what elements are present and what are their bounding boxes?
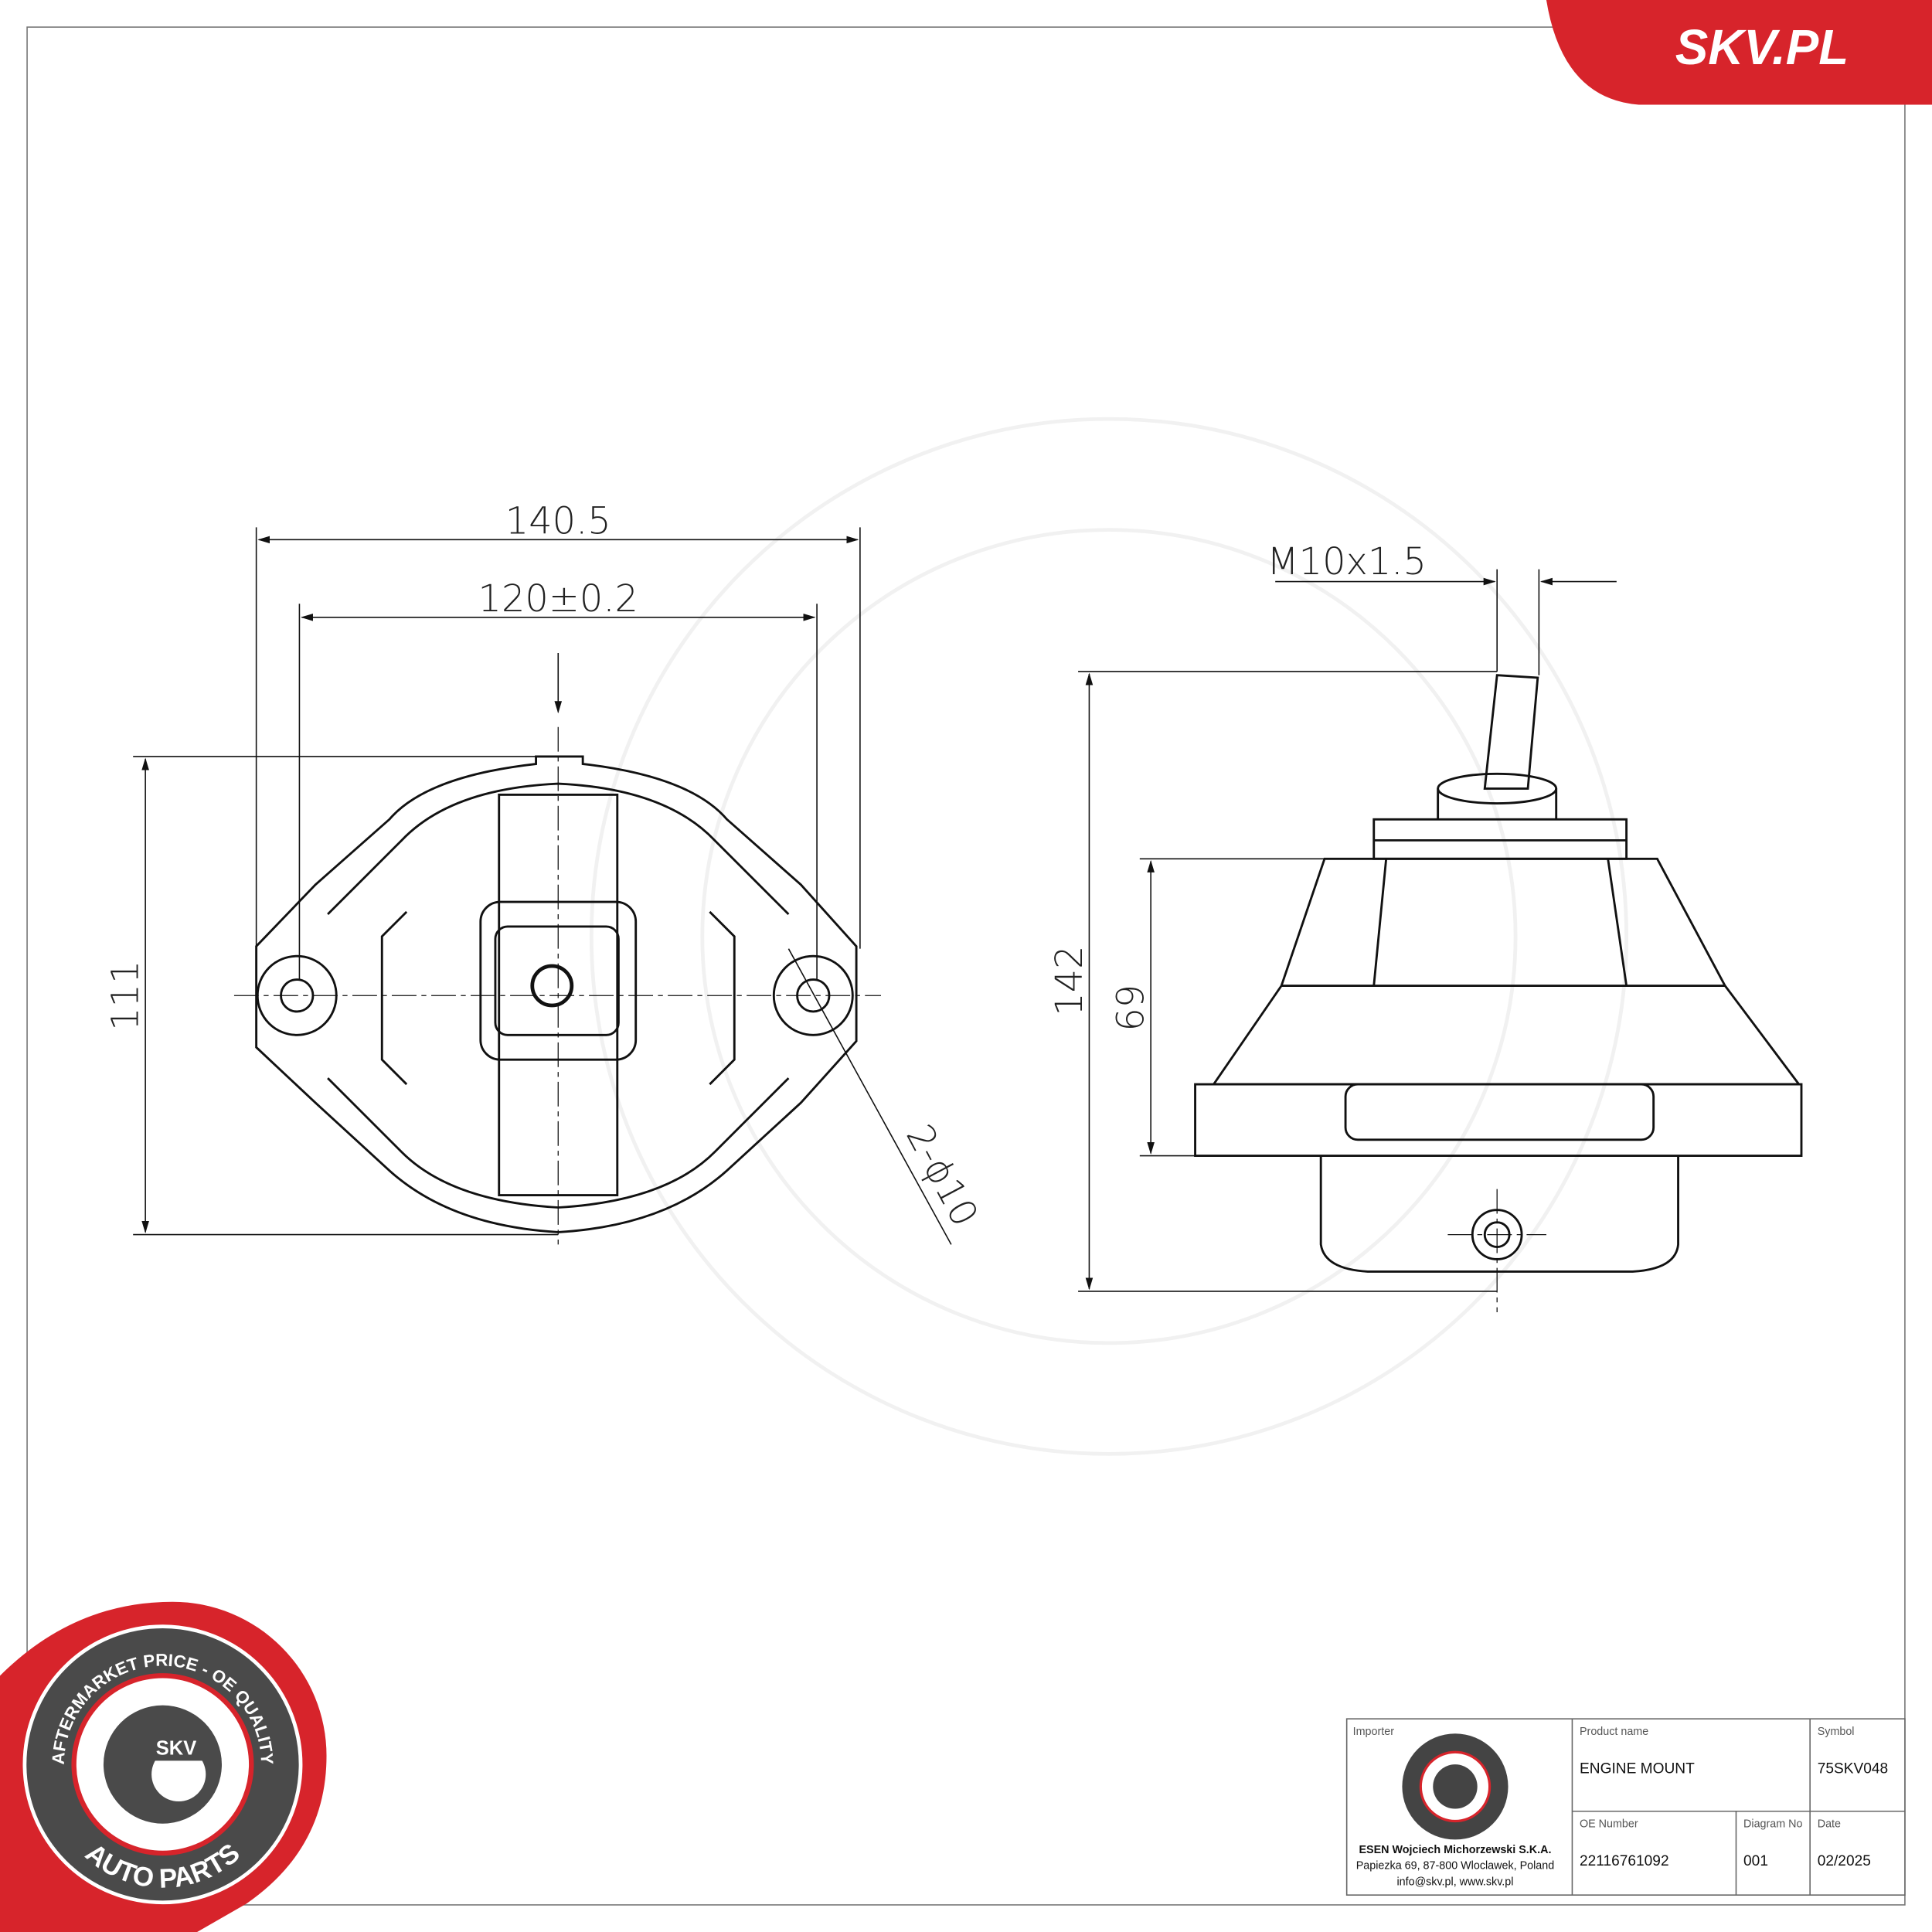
oe-number-label: OE Number <box>1580 1818 1638 1830</box>
importer-logo <box>1402 1733 1509 1840</box>
dimension-thread: M10x1.5 <box>1267 541 1427 583</box>
diagram-no-label: Diagram No <box>1743 1818 1802 1830</box>
product-name-label: Product name <box>1580 1726 1648 1738</box>
seal-center-text: SKV <box>156 1737 196 1759</box>
oe-number-value: 22116761092 <box>1580 1853 1669 1869</box>
date-value: 02/2025 <box>1818 1853 1871 1869</box>
dimension-overall-height: 142 <box>1049 945 1091 1015</box>
date-label: Date <box>1818 1818 1841 1830</box>
title-block: Importer ESEN Wojciech Michorzewski S.K.… <box>1345 1718 1906 1896</box>
side-view-dimensions <box>1078 569 1617 1292</box>
importer-contact: info@skv.pl, www.skv.pl <box>1396 1876 1513 1888</box>
brand-corner-logo: SKV.PL <box>1546 0 1932 105</box>
dimension-height-left: 111 <box>105 961 148 1031</box>
dimension-hole-spacing: 120±0.2 <box>478 578 638 621</box>
product-name: ENGINE MOUNT <box>1580 1760 1695 1777</box>
watermark-gear <box>589 417 1628 1456</box>
symbol-label: Symbol <box>1818 1726 1855 1738</box>
top-view-centerlines <box>233 726 881 1245</box>
importer-label: Importer <box>1353 1726 1395 1738</box>
side-view <box>1194 674 1803 1273</box>
brand-logo-text: SKV.PL <box>1675 19 1849 75</box>
symbol-value: 75SKV048 <box>1818 1760 1888 1777</box>
dimension-body-height: 69 <box>1111 985 1153 1032</box>
quality-seal: SKV AFTERMARKET PRICE - OE QUALITY AUTO … <box>0 1601 327 1932</box>
importer-name: ESEN Wojciech Michorzewski S.K.A. <box>1359 1844 1551 1856</box>
diagram-no-value: 001 <box>1743 1853 1768 1869</box>
top-view <box>255 755 858 1233</box>
top-view-dimensions <box>133 527 952 1245</box>
importer-address: Papiezka 69, 87-800 Wloclawek, Poland <box>1356 1860 1554 1872</box>
dimension-overall-width: 140.5 <box>505 500 611 543</box>
dimension-holes: 2-ϕ10 <box>897 1118 985 1234</box>
sheet-border <box>26 26 1906 1906</box>
side-view-centerlines <box>1447 1189 1546 1313</box>
